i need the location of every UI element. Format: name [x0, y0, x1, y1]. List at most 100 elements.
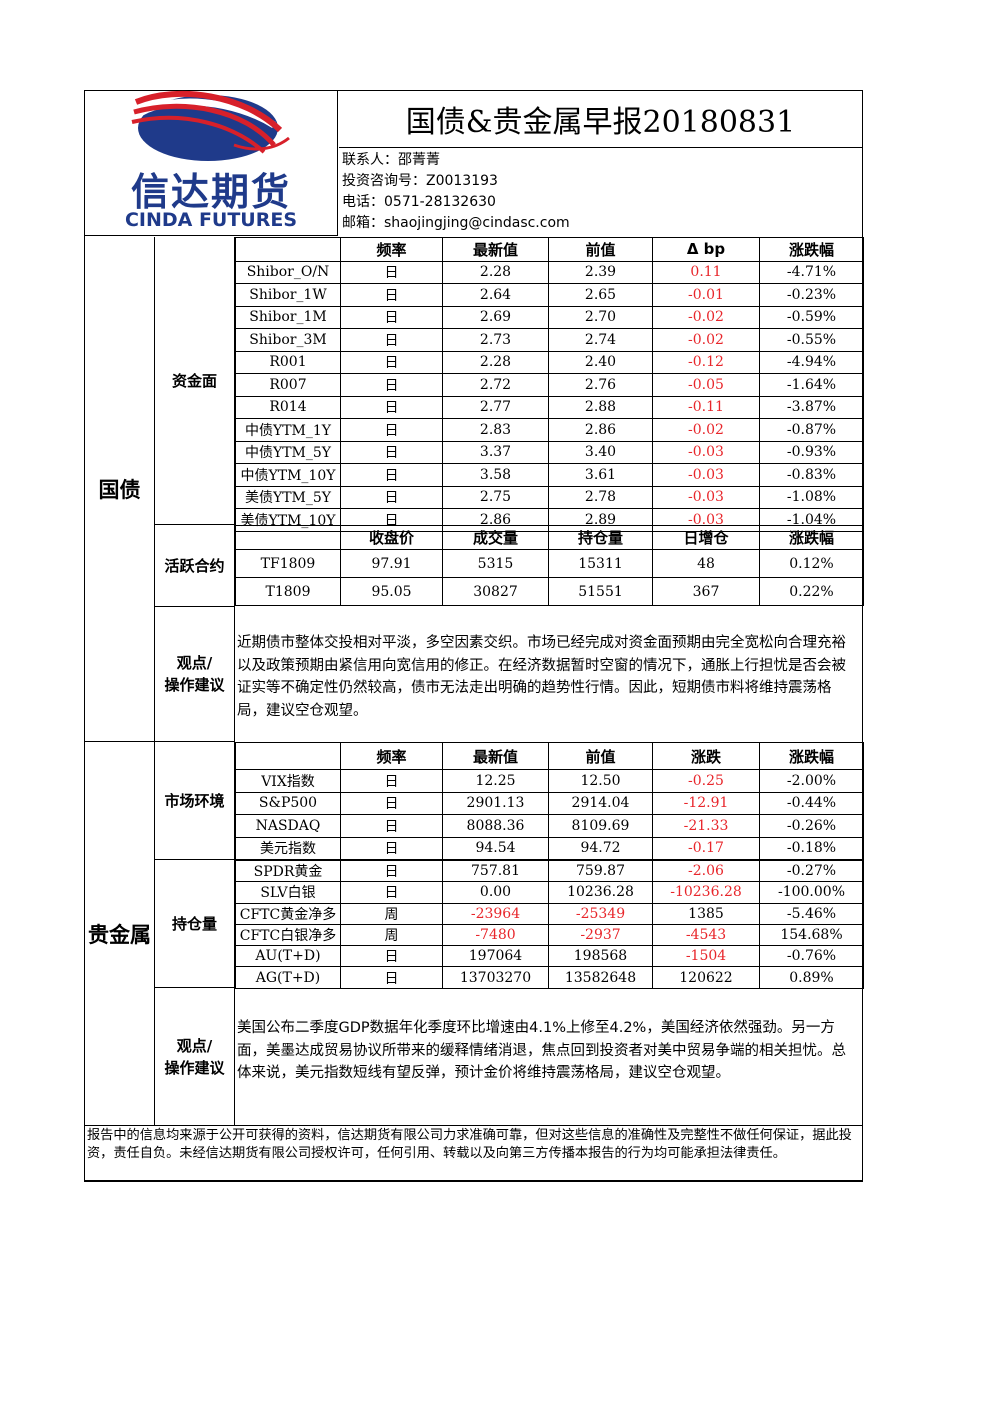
table-cell: -0.25: [652, 769, 760, 793]
table-cell: 3.37: [442, 440, 549, 464]
table-cell: 日: [340, 859, 443, 883]
contact-person: 联系人：邵菁菁: [342, 152, 440, 168]
column-header: [235, 525, 341, 550]
table-cell: 95.05: [340, 577, 443, 606]
report-title: 国债&贵金属早报20180831: [339, 91, 862, 148]
table-cell: 日: [340, 881, 443, 904]
table-cell: 日: [340, 836, 443, 860]
market-label: 市场环境: [155, 742, 235, 860]
table-cell: 日: [340, 418, 443, 442]
table-cell: 日: [340, 260, 443, 284]
contracts-label: 活跃合约: [155, 525, 235, 607]
table-cell: 中债YTM_10Y: [235, 463, 341, 487]
table-cell: R007: [235, 373, 341, 397]
column-header: 涨跌幅: [759, 742, 864, 770]
table-cell: -0.02: [652, 418, 760, 442]
table-cell: 97.91: [340, 549, 443, 578]
table-cell: CFTC白银净多: [235, 923, 341, 947]
table-cell: -0.83%: [759, 463, 864, 487]
table-cell: 日: [340, 440, 443, 464]
table-cell: 美债YTM_5Y: [235, 485, 341, 509]
table-cell: 2.65: [548, 283, 653, 307]
table-cell: 2.86: [548, 418, 653, 442]
table-cell: Shibor_1W: [235, 283, 341, 307]
table-cell: -12.91: [652, 791, 760, 815]
table-cell: 日: [340, 350, 443, 374]
column-header: 频率: [340, 742, 443, 770]
table-cell: -4543: [652, 923, 760, 947]
email-address: 邮箱：shaojingjing@cindasc.com: [342, 215, 570, 231]
table-cell: Shibor_O/N: [235, 260, 341, 284]
table-cell: 0.22%: [759, 577, 864, 606]
table-cell: 2.74: [548, 328, 653, 352]
table-cell: 2.77: [442, 395, 549, 419]
table-cell: 日: [340, 485, 443, 509]
metals-view-text: 美国公布二季度GDP数据年化季度环比增速由4.1%上修至4.2%，美国经济依然强…: [237, 1020, 846, 1081]
table-cell: 12.50: [548, 769, 653, 793]
table-cell: 8109.69: [548, 814, 653, 838]
table-cell: R001: [235, 350, 341, 374]
cinda-logo-icon: [131, 90, 290, 161]
table-cell: Shibor_3M: [235, 328, 341, 352]
table-cell: -2937: [548, 923, 653, 947]
column-header: Δ bp: [652, 237, 760, 262]
table-cell: 120622: [652, 966, 760, 989]
table-cell: 日: [340, 769, 443, 793]
column-header: 收盘价: [340, 525, 443, 550]
table-cell: 0.89%: [759, 966, 864, 989]
table-cell: -0.05: [652, 373, 760, 397]
table-cell: -0.01: [652, 283, 760, 307]
table-cell: -5.46%: [759, 902, 864, 925]
table-cell: 日: [340, 395, 443, 419]
table-cell: NASDAQ: [235, 814, 341, 838]
table-cell: SPDR黄金: [235, 859, 341, 883]
section-bond: 国债: [85, 237, 155, 742]
column-header: 成交量: [442, 525, 549, 550]
table-cell: -0.26%: [759, 814, 864, 838]
table-cell: -0.55%: [759, 328, 864, 352]
table-cell: -23964: [442, 902, 549, 925]
column-header: 最新值: [442, 742, 549, 770]
table-cell: 2.75: [442, 485, 549, 509]
table-cell: -3.87%: [759, 395, 864, 419]
table-cell: 2.88: [548, 395, 653, 419]
table-cell: -0.11: [652, 395, 760, 419]
logo-en: CINDA FUTURES: [124, 209, 298, 231]
table-cell: 2.72: [442, 373, 549, 397]
table-cell: -0.03: [652, 440, 760, 464]
table-cell: 日: [340, 283, 443, 307]
table-cell: -0.23%: [759, 283, 864, 307]
table-cell: 2.69: [442, 305, 549, 329]
table-cell: -0.02: [652, 305, 760, 329]
table-cell: -0.03: [652, 485, 760, 509]
table-cell: -0.12: [652, 350, 760, 374]
column-header: 涨跌幅: [759, 525, 864, 550]
table-cell: 757.81: [442, 859, 549, 883]
table-cell: CFTC黄金净多: [235, 902, 341, 925]
column-header: [235, 742, 341, 770]
table-cell: 197064: [442, 945, 549, 968]
metals-bottom-line: [84, 1125, 863, 1126]
table-cell: -0.87%: [759, 418, 864, 442]
table-cell: 0.12%: [759, 549, 864, 578]
table-cell: 2.40: [548, 350, 653, 374]
table-cell: -0.27%: [759, 859, 864, 883]
phone-number: 电话：0571-28132630: [342, 194, 496, 210]
table-cell: 日: [340, 791, 443, 815]
table-cell: -1.64%: [759, 373, 864, 397]
table-cell: 12.25: [442, 769, 549, 793]
table-cell: 367: [652, 577, 760, 606]
table-cell: 2.39: [548, 260, 653, 284]
table-cell: 1385: [652, 902, 760, 925]
table-cell: -1.08%: [759, 485, 864, 509]
